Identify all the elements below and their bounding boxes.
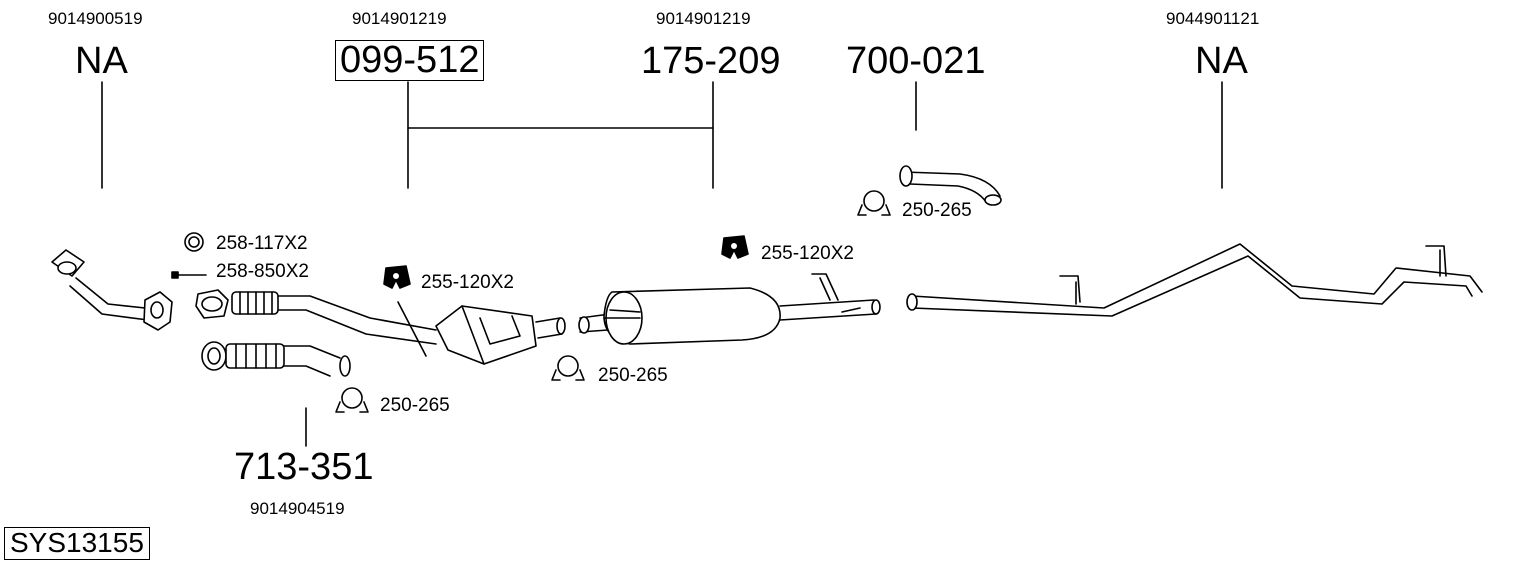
clamp-icon <box>857 190 891 216</box>
accessory-label: 250-265 <box>902 200 972 221</box>
oem-number: 9014901219 <box>352 9 447 28</box>
part-number-label[interactable]: 175-209 <box>641 40 781 82</box>
tail-pipe-tip-part <box>899 165 1002 206</box>
flex-connector-part <box>201 341 351 377</box>
accessory-label: 258-117X2 <box>216 233 308 254</box>
oem-number: 9044901121 <box>1166 9 1260 28</box>
front-pipe-part <box>51 249 173 331</box>
catalytic-converter-part <box>435 305 566 365</box>
clamp-icon <box>335 387 369 413</box>
accessory-label: 255-120X2 <box>761 243 854 264</box>
accessory-label: 255-120X2 <box>421 272 514 293</box>
oem-number: 9014900519 <box>48 9 143 28</box>
part-number-label[interactable]: 700-021 <box>846 40 986 82</box>
accessory-label: 250-265 <box>380 395 450 416</box>
leader-lines <box>101 81 1223 447</box>
clamp-icon <box>551 355 585 381</box>
rubber-hanger-icon <box>383 265 411 289</box>
accessory-label: 258-850X2 <box>216 261 309 282</box>
system-code: SYS13155 <box>4 527 150 560</box>
middle-silencer-part <box>578 273 881 345</box>
rear-pipe-part <box>906 243 1483 317</box>
ring-gasket-icon <box>184 232 204 252</box>
oem-number: 9014904519 <box>250 499 345 518</box>
part-number-label[interactable]: NA <box>75 40 128 82</box>
flex-pipe-part <box>195 289 437 357</box>
bolt-icon <box>171 271 207 279</box>
accessory-label: 250-265 <box>598 365 668 386</box>
part-number-label[interactable]: 713-351 <box>234 446 374 488</box>
rubber-hanger-icon <box>721 235 749 259</box>
oem-number: 9014901219 <box>656 9 751 28</box>
part-number-label[interactable]: 099-512 <box>335 40 485 81</box>
part-number-label[interactable]: NA <box>1195 40 1248 82</box>
